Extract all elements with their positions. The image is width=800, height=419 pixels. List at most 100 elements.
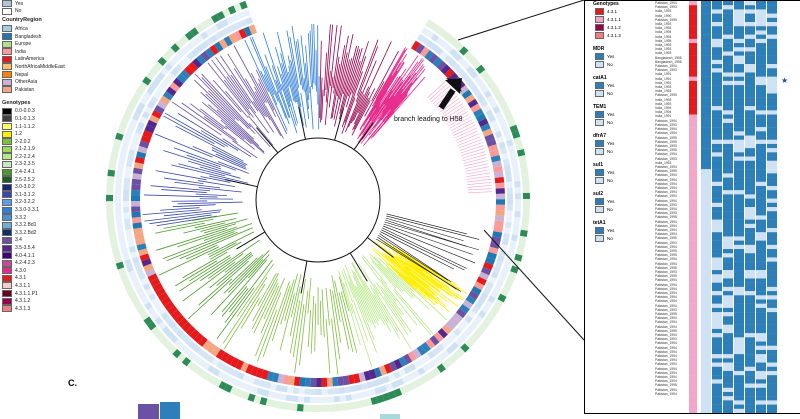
ring-segment (471, 305, 480, 314)
ring-segment (327, 396, 335, 403)
ring-segment (224, 26, 233, 35)
ring-segment (506, 187, 513, 194)
marker-cell (723, 383, 733, 388)
tip-name: Pakistan_1994 (655, 370, 677, 375)
ring-segment (111, 144, 121, 153)
marker-cell (712, 383, 722, 388)
ring-segment (479, 69, 490, 79)
ring-segment (453, 327, 462, 337)
ring-segment (265, 398, 274, 407)
marker-cell (734, 80, 744, 86)
tip-name: Pakistan_1993 (655, 68, 677, 73)
marker-cell (701, 5, 711, 10)
genotype-cell (689, 93, 697, 98)
ring-segment (244, 383, 253, 392)
ring-segment (215, 21, 224, 30)
marker-cell (723, 362, 733, 367)
marker-cell (756, 219, 766, 225)
ring-segment (169, 82, 180, 92)
ring-segment (430, 33, 440, 42)
marker-cell (745, 291, 755, 296)
marker-cell (701, 160, 711, 166)
ring-segment (321, 388, 328, 395)
marker-cell (756, 47, 766, 52)
marker-cell (745, 341, 755, 346)
ring-segment (108, 163, 117, 171)
ring-segment (285, 394, 293, 402)
tip-name: Pakistan_1994 (655, 375, 677, 380)
marker-cell (734, 299, 744, 304)
marker-cell (701, 219, 711, 225)
marker-legend-item-label: No (607, 119, 613, 125)
ring-segment (415, 377, 425, 387)
genotype-cell (689, 118, 697, 124)
country-legend-item: Bangladesh (0, 33, 62, 41)
marker-cell (745, 202, 755, 208)
marker-cell (745, 135, 755, 140)
ring-segment (316, 377, 322, 387)
marker-cell (723, 228, 733, 233)
marker-legend-item-swatch (595, 60, 604, 68)
marker-cell (723, 160, 733, 166)
country-legend-item-swatch (2, 71, 12, 79)
marker-cell (767, 55, 777, 61)
marker-cell (745, 232, 755, 237)
ring-segment (514, 187, 521, 194)
ring-segment (478, 271, 490, 281)
ring-segment (510, 265, 519, 274)
ring-segment (138, 81, 148, 91)
ring-segment (194, 23, 205, 34)
marker-cell (723, 324, 733, 330)
ring-segment (202, 371, 212, 381)
genotype-legend-item-swatch (2, 290, 12, 298)
ring-segment (242, 9, 251, 18)
marker-cell (712, 17, 722, 23)
marker-cell (701, 194, 711, 199)
genotype-cell (689, 135, 697, 140)
marker-cell (701, 379, 711, 384)
ring-segment (259, 397, 268, 406)
ring-segment (518, 235, 527, 244)
ring-segment (500, 288, 510, 297)
ring-segment (216, 10, 226, 21)
marker-cell (745, 324, 755, 330)
ring-segment (507, 145, 516, 153)
genotype-legend-item-swatch (2, 176, 12, 184)
ring-segment (131, 178, 142, 186)
ring-segment (396, 378, 405, 387)
marker-cell (745, 358, 755, 363)
ring-segment (445, 33, 455, 44)
ring-segment (487, 114, 496, 123)
marker-cell (767, 93, 777, 98)
ring-segment (195, 34, 204, 44)
ring-segment (196, 368, 206, 378)
ring-segment (178, 59, 187, 69)
genotype-cell (689, 354, 697, 359)
h58-tip (449, 116, 472, 129)
marker-cell (756, 349, 766, 355)
marker-cell (701, 156, 711, 161)
marker-cell (712, 307, 722, 313)
marker-cell (767, 34, 777, 40)
ring-segment (310, 377, 317, 387)
ring-segment (492, 125, 501, 133)
ring-segment (240, 361, 249, 373)
genotype-legend-item: 3.1-3.1.2 (0, 191, 62, 199)
ring-segment (511, 130, 521, 139)
marker-cell (701, 207, 711, 212)
ring-segment (279, 393, 287, 401)
ring-segment (474, 315, 483, 324)
ring-segment (137, 121, 145, 130)
ring-segment (178, 343, 187, 352)
ring-segment (371, 379, 380, 387)
ring-segment (119, 120, 128, 130)
h58-tip (441, 100, 462, 115)
ring-segment (107, 225, 116, 233)
annotation-rings (106, 0, 530, 412)
inset-genotype-item: 4.3.1.1 (593, 15, 681, 23)
marker-cell (723, 30, 733, 35)
genotype-legend-item: 3.3.2.Bd1 (0, 221, 62, 229)
ring-segment (247, 376, 256, 384)
marker-cell (712, 370, 722, 376)
ring-segment (497, 116, 506, 125)
